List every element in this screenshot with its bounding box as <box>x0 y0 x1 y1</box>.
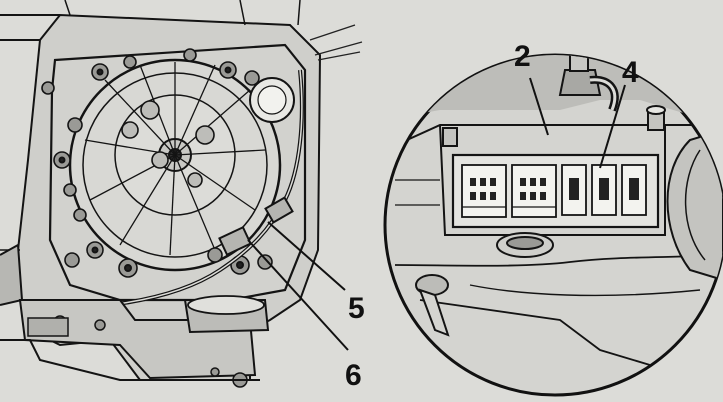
transmission-housing <box>0 0 322 388</box>
callout-2: 2 <box>514 40 531 73</box>
callout-6: 6 <box>345 359 362 392</box>
hatching <box>309 24 363 61</box>
leader-lines-left <box>247 221 349 351</box>
detail-inset <box>383 53 723 397</box>
callout-4: 4 <box>622 56 639 89</box>
callout-5: 5 <box>348 292 365 325</box>
